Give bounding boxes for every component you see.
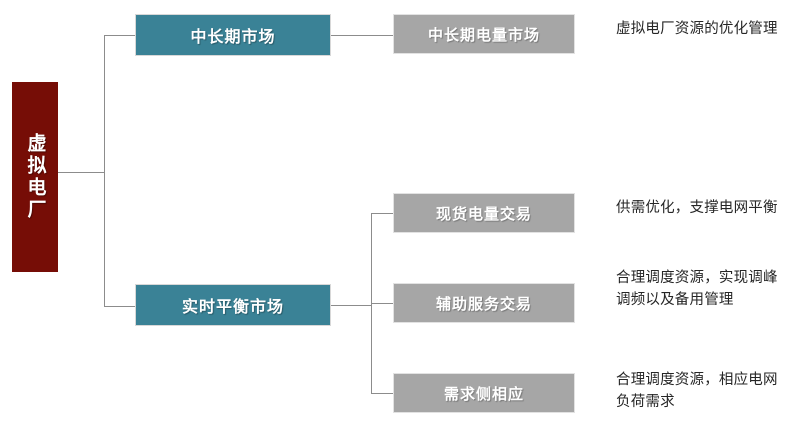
- connector-to-ancillary-service-trading: [371, 303, 393, 304]
- connector-root-to-realtime-balance: [104, 306, 135, 307]
- node-mid-long-term-market-label: 中长期市场: [190, 27, 276, 46]
- connector-root-trunk-vertical: [104, 35, 105, 307]
- node-demand-response[interactable]: 需求侧相应: [393, 373, 575, 413]
- connector-realtime-balance-stem: [331, 305, 372, 306]
- connector-to-spot-energy-trading: [371, 213, 393, 214]
- node-spot-energy-trading-label: 现货电量交易: [435, 204, 532, 223]
- node-mid-long-term-energy-market-label: 中长期电量市场: [427, 25, 540, 44]
- node-realtime-balance-market-label: 实时平衡市场: [181, 297, 284, 316]
- description-demand-response: 合理调度资源，相应电网负荷需求: [616, 372, 778, 411]
- description-spot-energy-trading: 供需优化，支撑电网平衡: [616, 200, 778, 216]
- root-node-virtual-power-plant[interactable]: 虚拟电厂: [12, 82, 58, 272]
- description-ancillary-service-trading: 合理调度资源，实现调峰调频以及备用管理: [616, 270, 778, 309]
- root-node-label: 虚拟电厂: [24, 133, 47, 221]
- node-ancillary-service-trading[interactable]: 辅助服务交易: [393, 283, 575, 323]
- description-mid-long-term-energy-market: 虚拟电厂资源的优化管理: [616, 21, 778, 37]
- node-mid-long-term-energy-market[interactable]: 中长期电量市场: [393, 14, 575, 54]
- node-spot-energy-trading[interactable]: 现货电量交易: [393, 193, 575, 233]
- connector-root-to-mid-long-term: [104, 35, 135, 36]
- node-mid-long-term-market[interactable]: 中长期市场: [135, 14, 331, 56]
- connector-mid-long-term-to-energy-market: [331, 35, 393, 36]
- node-ancillary-service-trading-label: 辅助服务交易: [435, 294, 532, 313]
- node-realtime-balance-market[interactable]: 实时平衡市场: [135, 284, 331, 326]
- connector-to-demand-response: [371, 393, 393, 394]
- node-demand-response-label: 需求侧相应: [443, 384, 524, 403]
- connector-root-stem: [58, 172, 105, 173]
